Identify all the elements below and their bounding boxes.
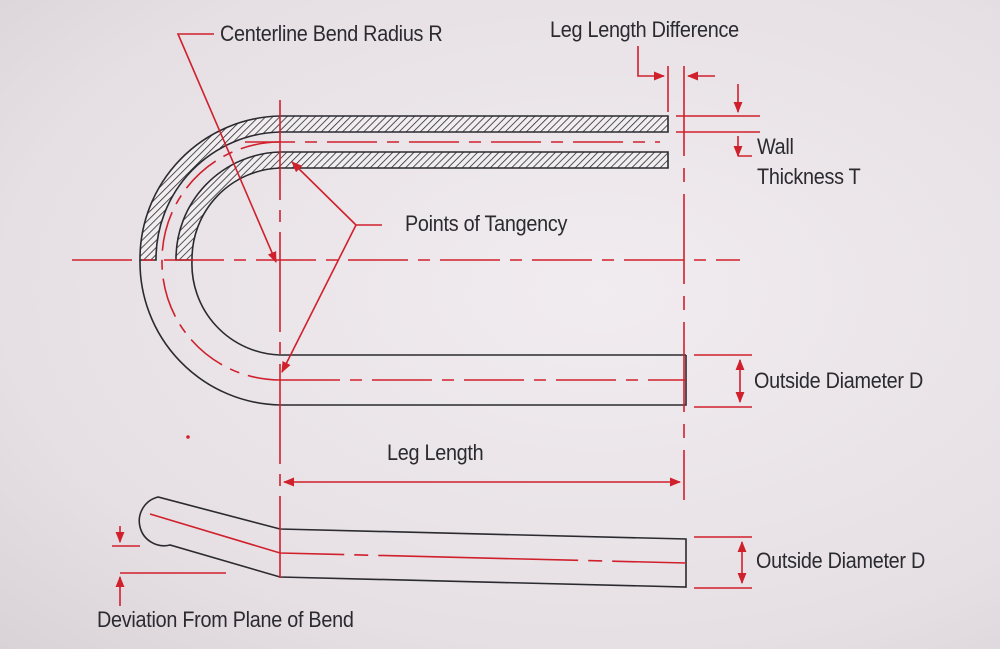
- outside-diameter-bottom-label: Outside Diameter D: [756, 548, 926, 573]
- tube-inner-wall: [175, 151, 669, 261]
- outside-diameter-top-label: Outside Diameter D: [754, 368, 924, 393]
- wall-label: Wall: [757, 134, 794, 159]
- tube-outline-inner: [191, 259, 686, 356]
- wall-thickness-label: Thickness T: [757, 164, 861, 189]
- tube-outline-outer: [139, 259, 687, 406]
- leg-length-label: Leg Length: [387, 440, 484, 465]
- deviation-label: Deviation From Plane of Bend: [97, 607, 354, 632]
- centerline-arc: [161, 141, 281, 381]
- radius-leader: [176, 33, 277, 264]
- wall-arrow-up: [738, 136, 752, 156]
- points-of-tangency-label: Points of Tangency: [405, 211, 568, 236]
- centerline-bend-radius-label: Centerline Bend Radius R: [220, 21, 443, 46]
- tangency-leader-top: [291, 161, 357, 226]
- leg-length-difference-label: Leg Length Difference: [550, 17, 739, 42]
- tangency-leader-bottom: [281, 224, 357, 374]
- speck-dot: [186, 435, 190, 439]
- side-view-centerline: [149, 513, 687, 564]
- side-view-tube: [138, 496, 687, 588]
- leg-diff-leader: [637, 46, 666, 81]
